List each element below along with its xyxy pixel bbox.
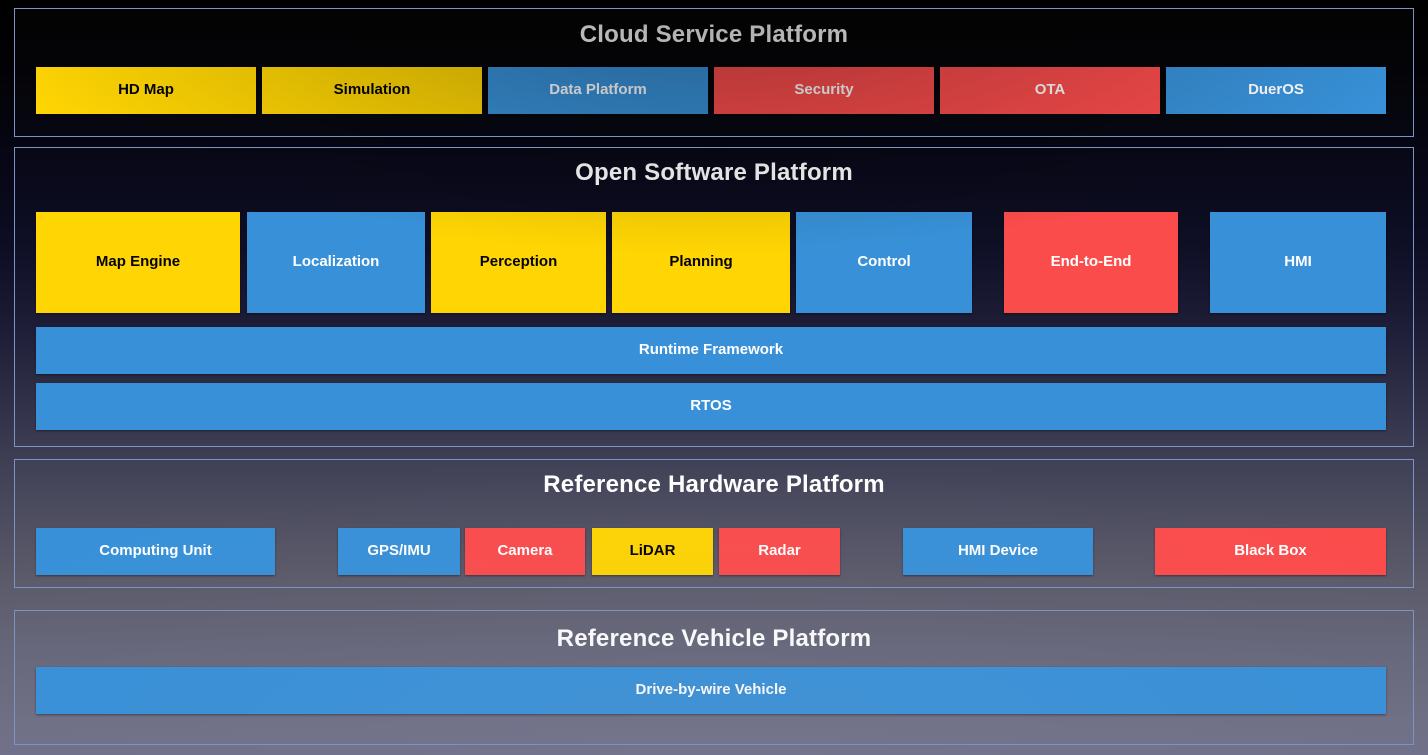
box-planning[interactable]: Planning — [612, 212, 790, 313]
panel-title-cloud-service-platform: Cloud Service Platform — [579, 21, 849, 48]
box-security[interactable]: Security — [714, 67, 934, 114]
panel-title-reference-hardware-platform: Reference Hardware Platform — [543, 471, 885, 498]
box-control[interactable]: Control — [796, 212, 972, 313]
box-computing-unit[interactable]: Computing Unit — [36, 528, 275, 575]
box-perception[interactable]: Perception — [431, 212, 606, 313]
box-hd-map[interactable]: HD Map — [36, 67, 256, 114]
bar-rtos[interactable]: RTOS — [36, 383, 1386, 430]
box-ota[interactable]: OTA — [940, 67, 1160, 114]
box-end-to-end[interactable]: End-to-End — [1004, 212, 1178, 313]
box-map-engine[interactable]: Map Engine — [36, 212, 240, 313]
box-camera[interactable]: Camera — [465, 528, 585, 575]
box-gps-imu[interactable]: GPS/IMU — [338, 528, 460, 575]
box-dueros[interactable]: DuerOS — [1166, 67, 1386, 114]
box-data-platform[interactable]: Data Platform — [488, 67, 708, 114]
box-radar[interactable]: Radar — [719, 528, 840, 575]
box-black-box[interactable]: Black Box — [1155, 528, 1386, 575]
box-lidar[interactable]: LiDAR — [592, 528, 713, 575]
panel-reference-vehicle-platform — [14, 610, 1414, 745]
box-simulation[interactable]: Simulation — [262, 67, 482, 114]
box-hmi[interactable]: HMI — [1210, 212, 1386, 313]
panel-open-software-platform — [14, 147, 1414, 447]
panel-reference-hardware-platform — [14, 459, 1414, 588]
panel-title-open-software-platform: Open Software Platform — [575, 159, 853, 186]
panel-cloud-service-platform — [14, 8, 1414, 137]
bar-runtime-framework[interactable]: Runtime Framework — [36, 327, 1386, 374]
bar-drive-by-wire-vehicle[interactable]: Drive-by-wire Vehicle — [36, 667, 1386, 714]
panel-title-reference-vehicle-platform: Reference Vehicle Platform — [556, 625, 872, 652]
box-localization[interactable]: Localization — [247, 212, 425, 313]
box-hmi-device[interactable]: HMI Device — [903, 528, 1093, 575]
